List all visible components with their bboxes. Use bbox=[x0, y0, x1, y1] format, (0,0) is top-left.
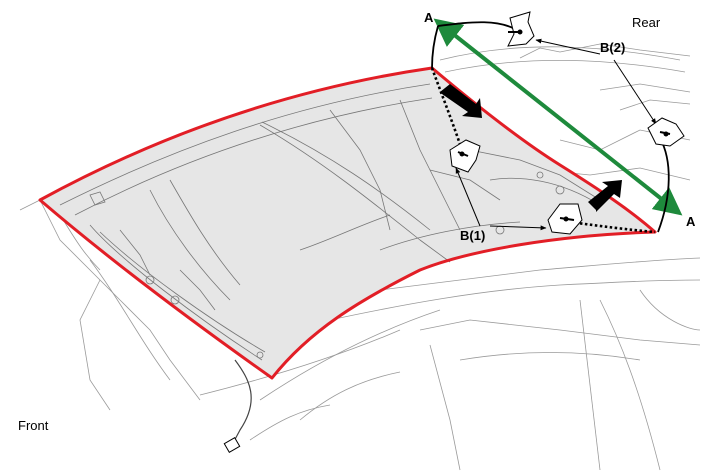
label-rear: Rear bbox=[632, 15, 661, 30]
label-b2: B(2) bbox=[600, 40, 626, 55]
push-arrow-right bbox=[588, 180, 622, 212]
suction-cup-tool-middle bbox=[449, 139, 481, 173]
suction-cup-tool-right bbox=[647, 117, 685, 147]
label-a-top: A bbox=[424, 10, 434, 25]
leader-lines-b2 bbox=[535, 38, 657, 125]
suction-cup-tool-lower bbox=[547, 203, 583, 235]
suction-cup-tool-top bbox=[507, 11, 535, 47]
cut-line-a-a bbox=[433, 18, 683, 216]
label-a-right: A bbox=[686, 214, 696, 229]
leader-lines-b1 bbox=[455, 167, 547, 231]
label-b1: B(1) bbox=[460, 228, 486, 243]
label-front: Front bbox=[18, 418, 49, 433]
push-arrow-left bbox=[440, 84, 482, 118]
connector-plug bbox=[223, 436, 241, 454]
